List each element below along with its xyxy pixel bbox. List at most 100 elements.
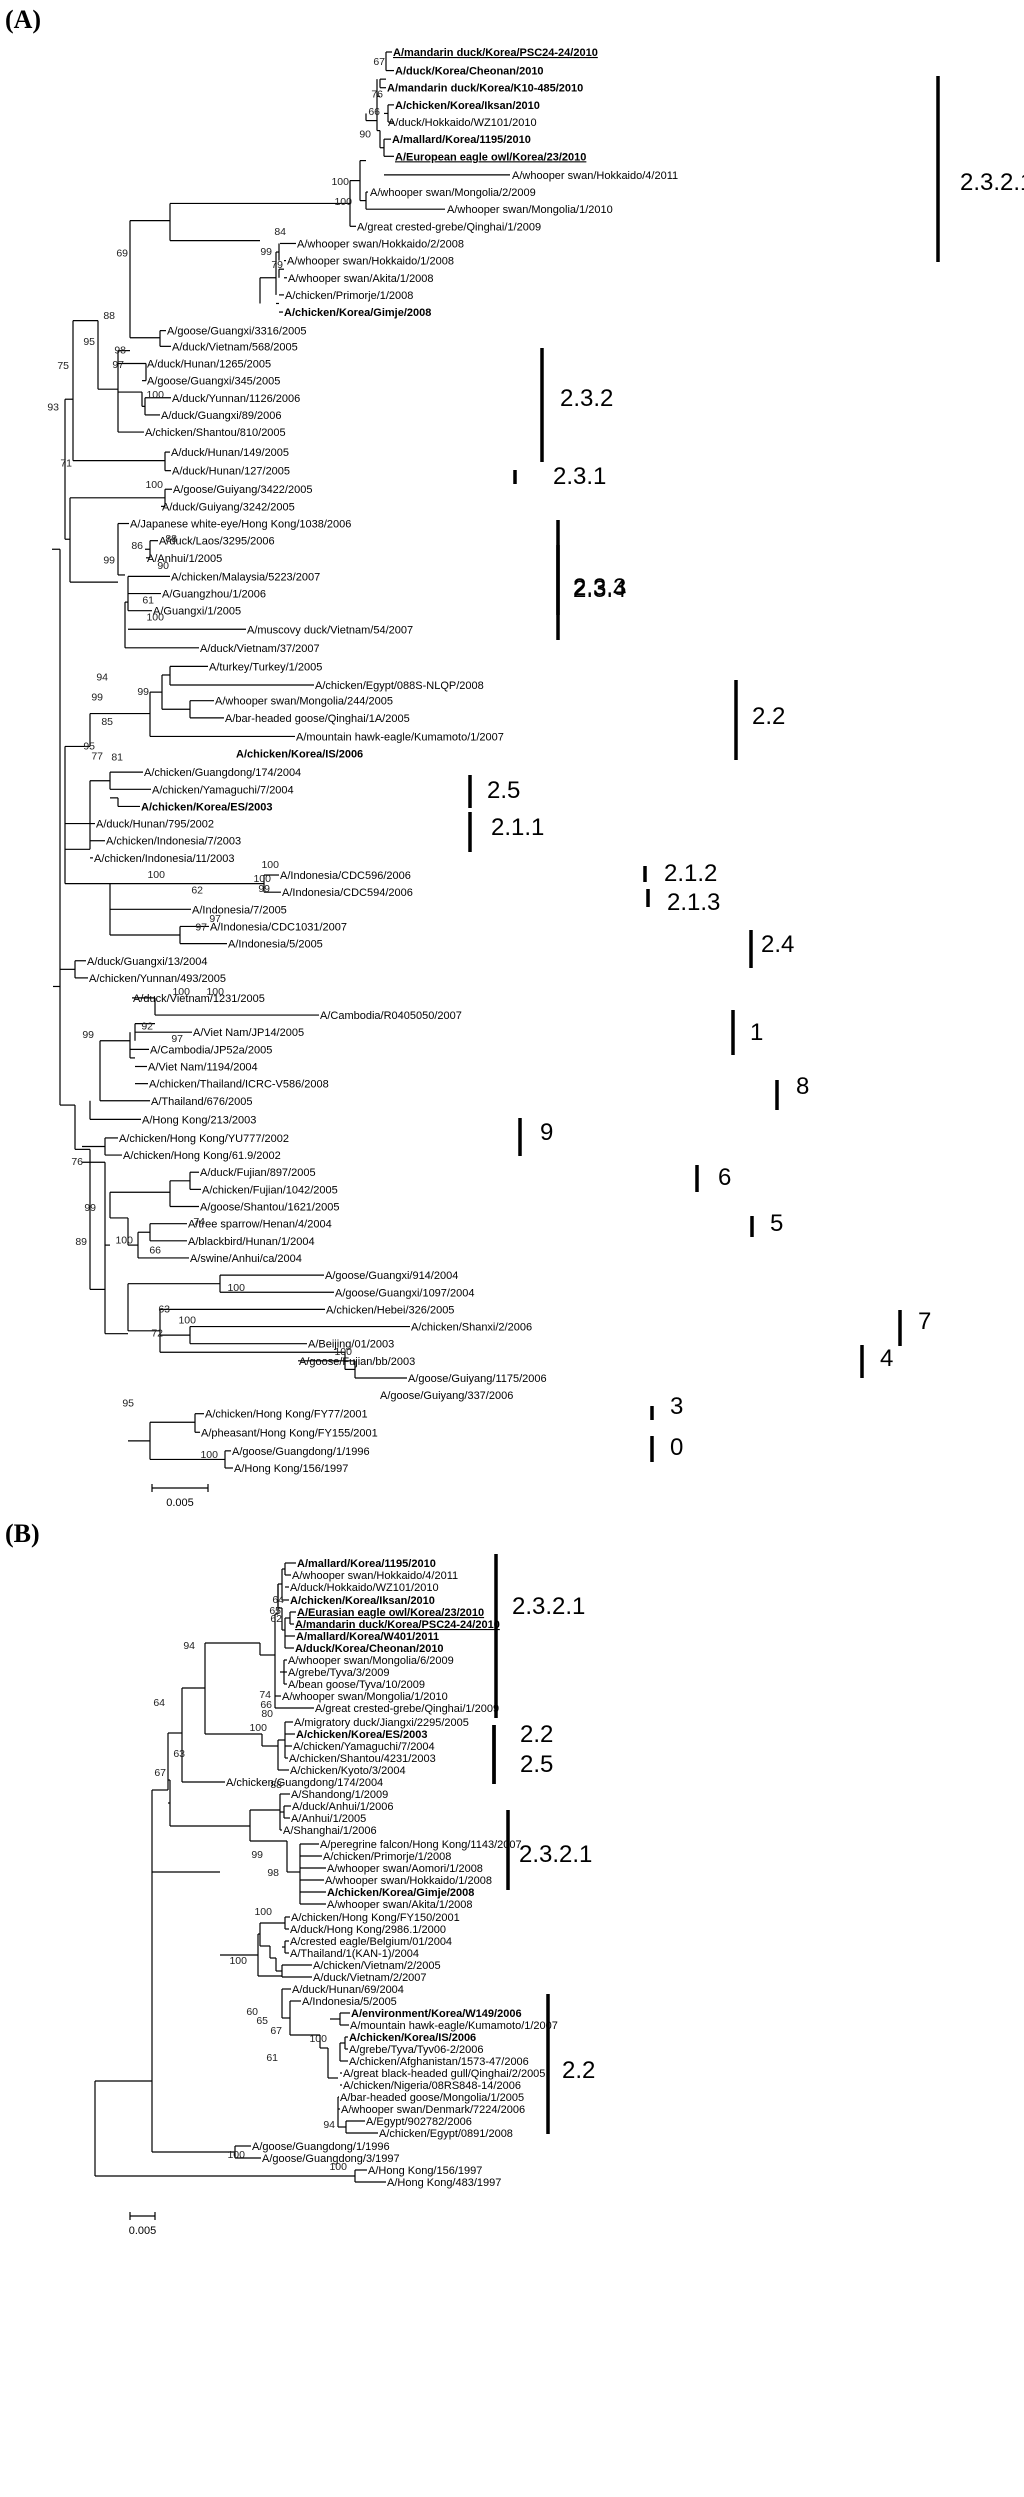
taxon-label: A/Shandong/1/2009 — [291, 1789, 388, 1801]
bootstrap-value: 84 — [274, 226, 286, 238]
bootstrap-value: 80 — [261, 1708, 273, 1720]
taxon-label: A/Hong Kong/213/2003 — [142, 1114, 256, 1126]
taxon-label: A/chicken/Hong Kong/FY77/2001 — [205, 1409, 368, 1421]
taxon-label: A/chicken/Afghanistan/1573-47/2006 — [349, 2056, 529, 2068]
bootstrap-value: 94 — [96, 672, 108, 684]
taxon-label: A/chicken/Thailand/ICRC-V586/2008 — [149, 1079, 329, 1091]
taxon-label: A/chicken/Korea/IS/2006 — [349, 2032, 476, 2044]
bootstrap-value: 89 — [75, 1236, 87, 1248]
clade-label: 1 — [750, 1019, 763, 1046]
bootstrap-value: 67 — [373, 56, 385, 68]
bootstrap-value: 90 — [359, 129, 371, 141]
bootstrap-value: 76 — [71, 1156, 83, 1168]
bootstrap-value: 100 — [334, 1346, 352, 1358]
taxon-label: A/whooper swan/Denmark/7224/2006 — [341, 2104, 525, 2116]
bootstrap-value: 62 — [270, 1613, 282, 1625]
taxon-label: A/duck/Guiyang/3242/2005 — [162, 501, 295, 513]
clade-label: 2.3.3 — [573, 574, 626, 601]
bootstrap-value: 90 — [157, 560, 169, 572]
taxon-label: A/whooper swan/Hokkaido/2/2008 — [297, 238, 464, 250]
taxon-label: A/goose/Fujian/bb/2003 — [299, 1356, 415, 1368]
bootstrap-value: 100 — [331, 176, 349, 188]
clade-label: 0 — [670, 1434, 683, 1461]
bootstrap-value: 100 — [334, 196, 352, 208]
taxon-label: A/Viet Nam/JP14/2005 — [193, 1027, 304, 1039]
taxon-label: A/chicken/Egypt/088S-NLQP/2008 — [315, 680, 484, 692]
bootstrap-value: 64 — [153, 1697, 165, 1709]
taxon-label: A/Eurasian eagle owl/Korea/23/2010 — [297, 1607, 484, 1619]
taxon-label: A/duck/Vietnam/1231/2005 — [133, 993, 265, 1005]
bootstrap-value: 99 — [260, 246, 272, 258]
taxon-label: A/chicken/Yunnan/493/2005 — [89, 973, 226, 985]
taxon-label: A/peregrine falcon/Hong Kong/1143/2007 — [320, 1839, 522, 1851]
taxon-label: A/goose/Shantou/1621/2005 — [200, 1202, 339, 1214]
taxon-label: A/chicken/Nigeria/08RS848-14/2006 — [343, 2080, 521, 2092]
clade-label: 2.3.2.1 — [519, 1841, 592, 1868]
bootstrap-value: 99 — [251, 1849, 263, 1861]
taxon-label: A/chicken/Primorje/1/2008 — [323, 1851, 451, 1863]
bootstrap-value: 63 — [158, 1303, 170, 1315]
taxon-label: A/chicken/Guangdong/174/2004 — [144, 767, 301, 779]
taxon-label: A/bean goose/Tyva/10/2009 — [288, 1679, 425, 1691]
taxon-label: A/great crested-grebe/Qinghai/1/2009 — [315, 1703, 499, 1715]
taxon-label: A/chicken/Primorje/1/2008 — [285, 290, 413, 302]
taxon-label: A/chicken/Shantou/810/2005 — [145, 427, 286, 439]
taxon-label: A/Hong Kong/483/1997 — [387, 2177, 501, 2189]
taxon-label: A/chicken/Korea/Iksan/2010 — [290, 1595, 435, 1607]
tree-branches — [52, 51, 510, 1469]
panel-b-label: (B) — [5, 1519, 40, 1548]
bootstrap-value: 97 — [171, 1033, 183, 1045]
taxon-label: A/whooper swan/Aomori/1/2008 — [327, 1863, 483, 1875]
taxon-label: A/whooper swan/Akita/1/2008 — [327, 1899, 473, 1911]
bootstrap-value: 65 — [269, 1605, 281, 1617]
clade-label: 2.1.2 — [664, 860, 717, 887]
bootstrap-value: 100 — [146, 612, 164, 624]
bootstrap-value: 94 — [183, 1640, 195, 1652]
taxa: A/mandarin duck/Korea/PSC24-24/2010A/duc… — [87, 47, 678, 1475]
bootstrap-value: 99 — [258, 883, 270, 895]
taxon-label: A/Viet Nam/1194/2004 — [148, 1061, 258, 1073]
taxon-label: A/grebe/Tyva/Tyv06-2/2006 — [349, 2044, 484, 2056]
taxon-label: A/Thailand/1(KAN-1)/2004 — [290, 1948, 419, 1960]
taxon-label: A/goose/Guiyang/337/2006 — [380, 1390, 513, 1402]
taxon-label: A/duck/Korea/Cheonan/2010 — [295, 1643, 444, 1655]
taxon-label: A/whooper swan/Mongolia/1/2010 — [447, 204, 613, 216]
taxon-label: A/duck/Hokkaido/WZ101/2010 — [388, 117, 537, 129]
bootstrap-value: 100 — [200, 1449, 218, 1461]
clade-label: 2.3.2.1 — [960, 169, 1024, 196]
taxon-label: A/goose/Guangxi/914/2004 — [325, 1270, 458, 1282]
bootstrap-values: 6465629474668010064638899986710010060656… — [153, 1594, 347, 2173]
bootstrap-value: 88 — [270, 1779, 282, 1791]
taxon-label: A/goose/Guangxi/3316/2005 — [167, 326, 306, 338]
taxon-label: A/swine/Anhui/ca/2004 — [190, 1253, 302, 1265]
bootstrap-value: 88 — [165, 533, 177, 545]
taxon-label: A/pheasant/Hong Kong/FY155/2001 — [201, 1427, 378, 1439]
clade-label: 2.1.1 — [491, 814, 544, 841]
taxon-label: A/duck/Hunan/149/2005 — [171, 447, 289, 459]
bootstrap-value: 100 — [329, 2161, 347, 2173]
bootstrap-value: 100 — [206, 986, 224, 998]
bootstrap-value: 67 — [154, 1767, 166, 1779]
clade-label: 7 — [918, 1308, 931, 1335]
taxon-label: A/mandarin duck/Korea/PSC24-24/2010 — [295, 1619, 500, 1631]
taxon-label: A/great crested-grebe/Qinghai/1/2009 — [357, 221, 541, 233]
bootstrap-value: 99 — [137, 686, 149, 698]
taxon-label: A/chicken/Yamaguchi/7/2004 — [293, 1741, 435, 1753]
taxon-label: A/chicken/Korea/Gimje/2008 — [327, 1887, 474, 1899]
clade-label: 2.1.3 — [667, 889, 720, 916]
taxon-label: A/chicken/Hebei/326/2005 — [326, 1304, 454, 1316]
bootstrap-value: 100 — [253, 873, 271, 885]
bootstrap-value: 100 — [147, 869, 165, 881]
taxon-label: A/European eagle owl/Korea/23/2010 — [395, 151, 586, 163]
taxon-label: A/duck/Fujian/897/2005 — [200, 1167, 316, 1179]
clade-label: 4 — [880, 1345, 893, 1372]
scale-label: 0.005 — [166, 1497, 194, 1509]
taxon-label: A/mandarin duck/Korea/PSC24-24/2010 — [393, 47, 598, 59]
clade-markers: 2.3.2.12.22.52.3.2.12.2 — [492, 1554, 595, 2134]
bootstrap-value: 98 — [267, 1867, 279, 1879]
taxon-label: A/chicken/Fujian/1042/2005 — [202, 1184, 338, 1196]
taxon-label: A/chicken/Kyoto/3/2004 — [290, 1765, 406, 1777]
bootstrap-value: 71 — [60, 457, 72, 469]
